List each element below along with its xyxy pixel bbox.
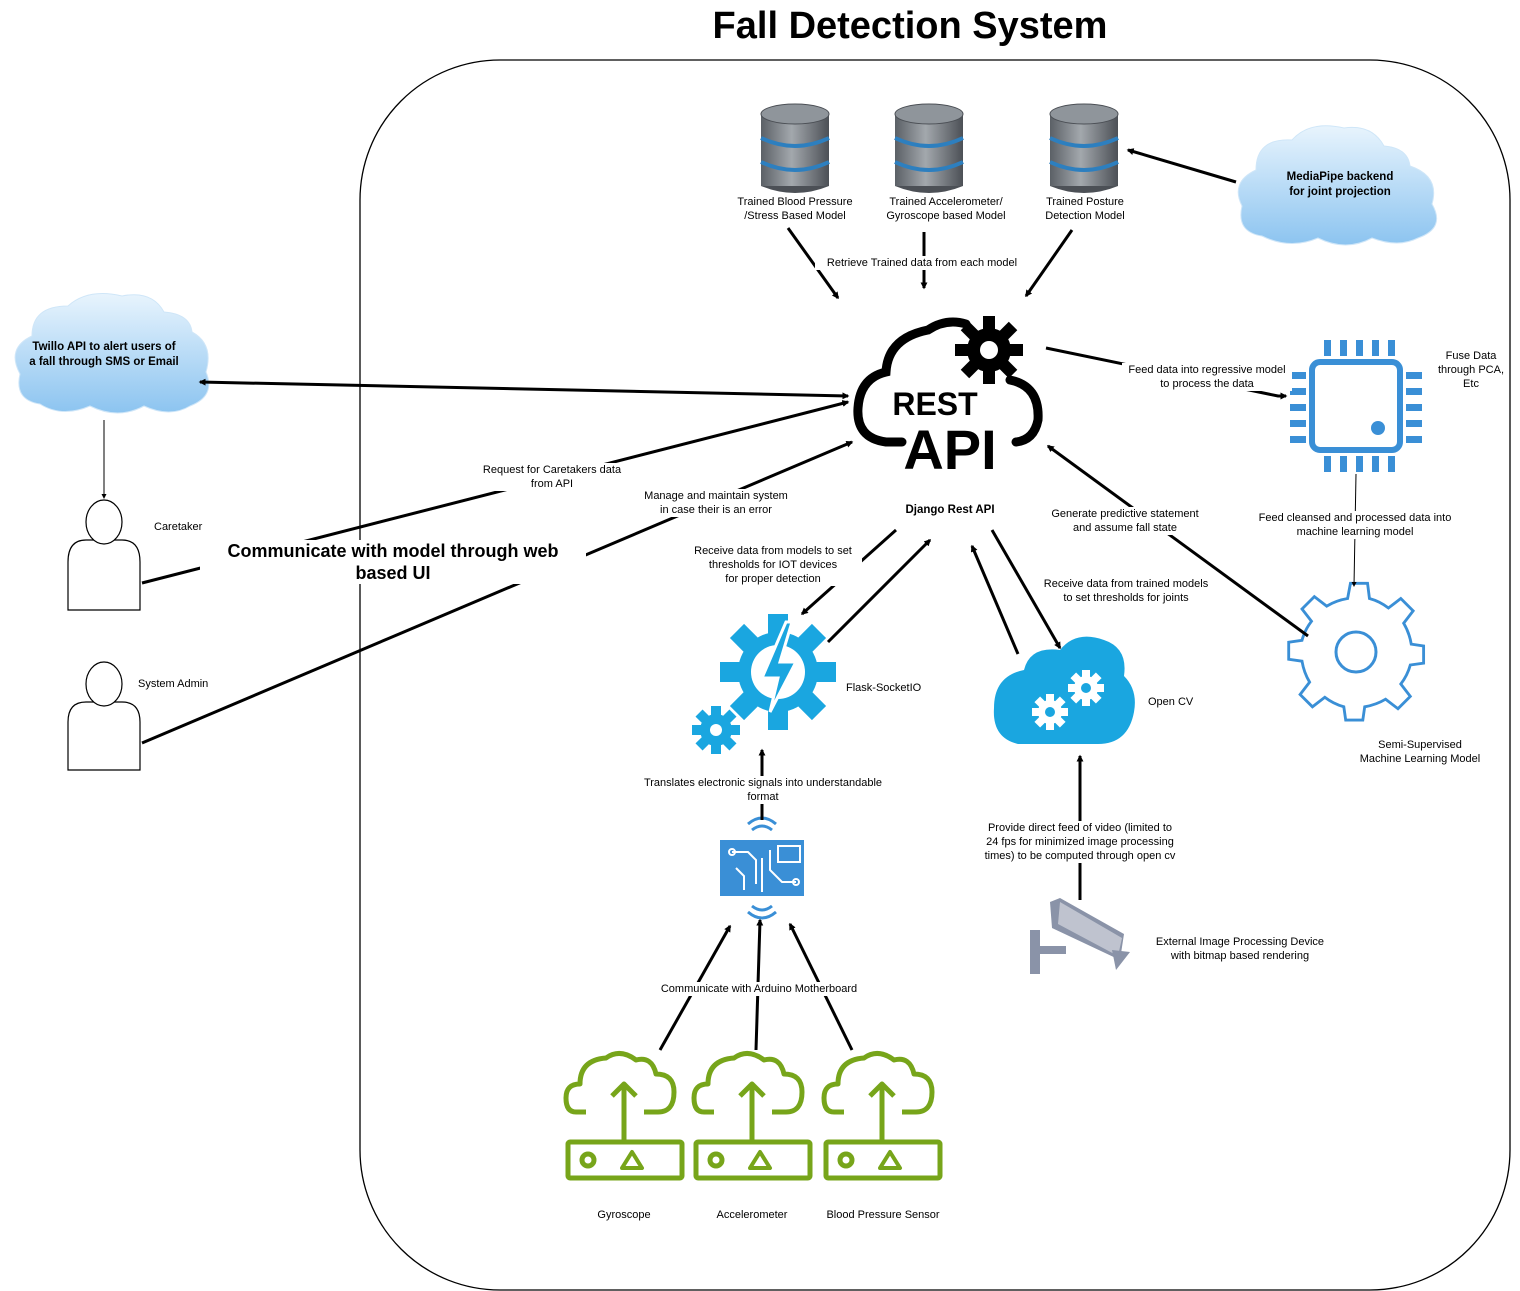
- api-label: API: [903, 418, 997, 481]
- edge-label-feed-cleansed: Feed cleansed and processed data into ma…: [1252, 511, 1458, 539]
- edge-flask-to-api: [826, 538, 932, 644]
- camera-label: External Image Processing Device with bi…: [1155, 936, 1325, 962]
- flask-socketio-icon: [692, 614, 836, 754]
- database-posture-label: Trained Posture Detection Model: [1045, 196, 1125, 222]
- accelerometer-sensor-icon: [694, 1053, 810, 1178]
- edge-label-receive-iot: Receive data from models to set threshol…: [684, 544, 862, 586]
- system-admin-actor-icon: [67, 661, 141, 771]
- system-admin-label: System Admin: [138, 678, 209, 690]
- camera-icon: [1030, 898, 1130, 974]
- edge-label-retrieve: Retrieve Trained data from each model: [815, 256, 1029, 270]
- opencv-cloud-icon: [993, 636, 1135, 744]
- edge-label-video-feed: Provide direct feed of video (limited to…: [978, 821, 1182, 863]
- accelerometer-label: Accelerometer: [716, 1209, 788, 1221]
- blood-pressure-sensor-label: Blood Pressure Sensor: [826, 1209, 940, 1221]
- caretaker-label: Caretaker: [154, 521, 203, 533]
- edge-label-caretaker-request: Request for Caretakers data from API: [472, 463, 632, 491]
- edge-label-translate: Translates electronic signals into under…: [636, 776, 890, 804]
- gyroscope-label: Gyroscope: [597, 1209, 651, 1221]
- database-accelerometer-icon: [893, 102, 965, 195]
- blood-pressure-sensor-icon: [824, 1053, 940, 1178]
- edge-label-arduino: Communicate with Arduino Motherboard: [656, 982, 862, 996]
- rest-api-icon: [853, 316, 1043, 447]
- edge-posture-db-to-api: [1024, 229, 1074, 298]
- web-ui-label: Communicate with model through web based…: [200, 540, 586, 584]
- edge-api-to-opencv: [990, 529, 1062, 650]
- system-boundary: [359, 59, 1511, 1291]
- edge-label-feed-regressive: Feed data into regressive model to proce…: [1122, 363, 1292, 391]
- database-accel-label: Trained Accelerometer/ Gyroscope based M…: [886, 196, 1006, 222]
- caretaker-actor-icon: [67, 499, 141, 611]
- rest-label: REST: [892, 386, 978, 422]
- flask-socketio-label: Flask-SocketIO: [846, 682, 922, 694]
- ml-model-label: Semi-Supervised Machine Learning Model: [1359, 739, 1481, 765]
- diagram-title: Fall Detection System: [712, 5, 1108, 47]
- database-bp-label: Trained Blood Pressure /Stress Based Mod…: [737, 196, 853, 222]
- edge-opencv-to-api: [970, 544, 1020, 655]
- database-posture-icon: [1048, 102, 1120, 195]
- database-blood-pressure-icon: [759, 102, 831, 195]
- arduino-board-icon: [720, 816, 804, 920]
- twilio-cloud-icon: [14, 293, 210, 414]
- mediapipe-label: MediaPipe backend for joint projection: [1286, 171, 1394, 198]
- opencv-label: Open CV: [1148, 696, 1194, 708]
- ml-gear-icon: [1287, 581, 1426, 722]
- edge-mediapipe-to-posture: [1126, 148, 1237, 184]
- edge-label-generate-predictive: Generate predictive statement and assume…: [1044, 507, 1206, 535]
- chip-label: Fuse Data through PCA, Etc: [1437, 350, 1505, 390]
- twilio-label: Twillo API to alert users of a fall thro…: [29, 341, 179, 368]
- mediapipe-cloud-icon: [1237, 125, 1438, 246]
- api-caption: Django Rest API: [905, 504, 995, 516]
- edge-bp-db-to-api: [786, 227, 840, 300]
- edge-label-receive-joints: Receive data from trained models to set …: [1038, 577, 1214, 605]
- gyroscope-sensor-icon: [566, 1053, 682, 1178]
- edge-ml-to-api: [1046, 444, 1309, 638]
- edge-label-admin-manage: Manage and maintain system in case their…: [636, 489, 796, 517]
- edge-api-twilio: [198, 378, 850, 400]
- chip-icon: [1290, 340, 1422, 472]
